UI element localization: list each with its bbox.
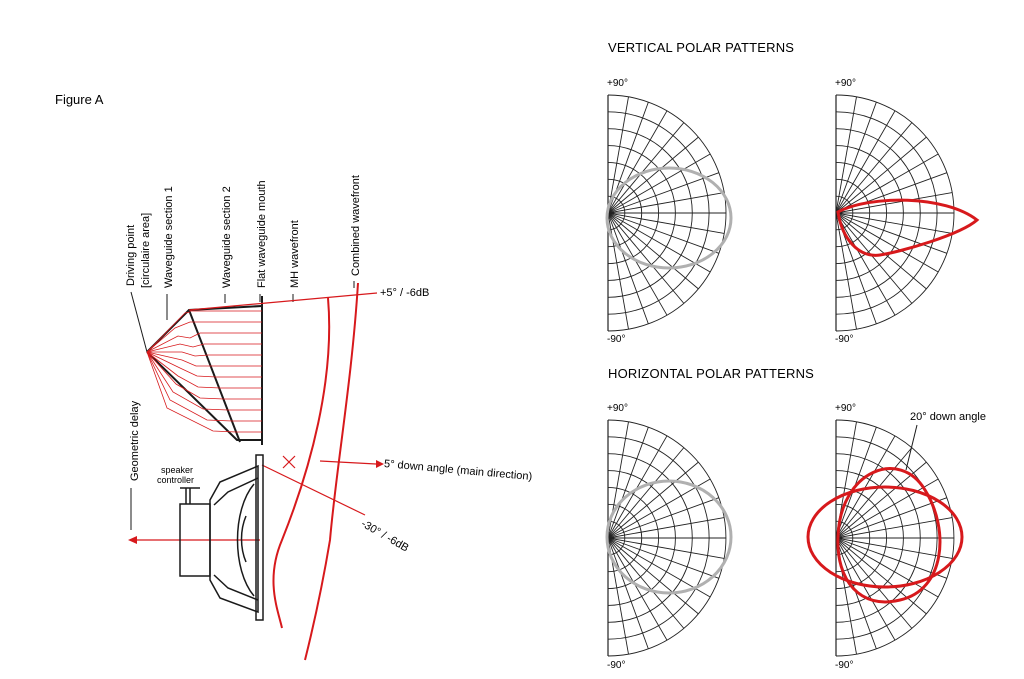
polar-spoke [607, 537, 668, 641]
polar-spoke [835, 497, 948, 539]
polar-spoke [607, 447, 685, 539]
speaker-label: speaker [161, 465, 194, 475]
h-right-annotation: 20° down angle [910, 411, 986, 423]
polar-spoke [607, 212, 720, 254]
polar-spoke [835, 212, 857, 330]
speaker-driver [179, 454, 264, 621]
v-right-top-label: +90° [835, 78, 856, 89]
polar-spoke [835, 537, 896, 641]
polar-spoke [607, 96, 629, 214]
polar-spoke [835, 447, 913, 539]
polar-spoke [607, 517, 725, 539]
polar-spoke [607, 497, 720, 539]
polar-spoke [607, 212, 725, 234]
polar-spoke [607, 537, 720, 579]
polar-spoke [607, 537, 649, 650]
polar-spoke [607, 537, 685, 629]
polar-spoke [607, 461, 699, 539]
polar-spoke [607, 136, 699, 214]
polar-spoke [607, 537, 699, 615]
polar-spoke [607, 110, 668, 214]
v-left-bottom-label: -90° [607, 334, 626, 345]
vertical-left-pattern [605, 166, 733, 270]
polar-spoke [607, 435, 668, 539]
path-lines [146, 310, 262, 433]
horizontal-right-pattern-a [806, 485, 964, 589]
polar-spoke [607, 426, 649, 539]
polar-spoke [835, 192, 953, 214]
horizontal-left-polar-grid [607, 419, 727, 657]
polar-spoke [835, 212, 913, 304]
polar-spoke [835, 537, 939, 598]
combined-wavefront-curve [304, 282, 359, 661]
polar-spoke [607, 212, 685, 304]
polar-spoke [835, 212, 927, 290]
polar-spoke [835, 426, 877, 539]
polar-spoke [607, 537, 725, 559]
polar-spoke [835, 212, 896, 316]
angle-rays [188, 292, 384, 516]
polar-spoke [607, 212, 668, 316]
v-right-bottom-label: -90° [835, 334, 854, 345]
h-right-bottom-label: -90° [835, 660, 854, 671]
polar-spoke [835, 212, 948, 254]
polar-spoke [835, 537, 953, 559]
vertical-right-polar-grid [835, 94, 955, 332]
wavefronts [272, 282, 359, 661]
vertical-left-polar-grid [607, 94, 727, 332]
h-left-bottom-label: -90° [607, 660, 626, 671]
polar-spoke [835, 110, 896, 214]
polar-spoke [607, 212, 629, 330]
v-left-top-label: +90° [607, 78, 628, 89]
polar-spoke [835, 435, 896, 539]
polar-spoke [607, 153, 711, 214]
polar-spoke [835, 537, 877, 650]
annotation-leader [905, 424, 918, 471]
vertical-title: VERTICAL POLAR PATTERNS [608, 40, 795, 55]
horizontal-right-pattern-b [836, 467, 942, 604]
polar-spoke [835, 122, 913, 214]
horizontal-left-pattern [605, 479, 733, 595]
polar-spoke [835, 153, 939, 214]
polar-spoke [607, 212, 711, 273]
horizontal-right-polar-grid [835, 419, 955, 657]
polar-spoke [835, 136, 927, 214]
polar-spoke [835, 537, 948, 579]
figure-label: Figure A [55, 92, 104, 107]
plus5-label: +5° / -6dB [380, 287, 430, 299]
geometric-delay-arrow [128, 536, 260, 544]
polar-spoke [835, 478, 939, 539]
h-left-top-label: +90° [607, 403, 628, 414]
polar-spoke [607, 478, 711, 539]
polar-spoke [835, 96, 857, 214]
vertical-right-pattern [836, 198, 980, 257]
horizontal-title: HORIZONTAL POLAR PATTERNS [608, 366, 815, 381]
polar-spoke [607, 212, 699, 290]
h-right-top-label: +90° [835, 403, 856, 414]
polar-spoke [835, 517, 953, 539]
polar-spoke [835, 537, 913, 629]
controller-label: controller [157, 475, 195, 485]
polar-spoke [607, 122, 685, 214]
polar-spoke [607, 212, 649, 325]
polar-spoke [835, 537, 927, 615]
polar-spoke [607, 172, 720, 214]
polar-spoke [835, 212, 953, 234]
polar-spoke [607, 192, 725, 214]
polar-spoke [835, 101, 877, 214]
mh-wavefront-curve [272, 297, 331, 629]
polar-spoke [835, 212, 939, 273]
